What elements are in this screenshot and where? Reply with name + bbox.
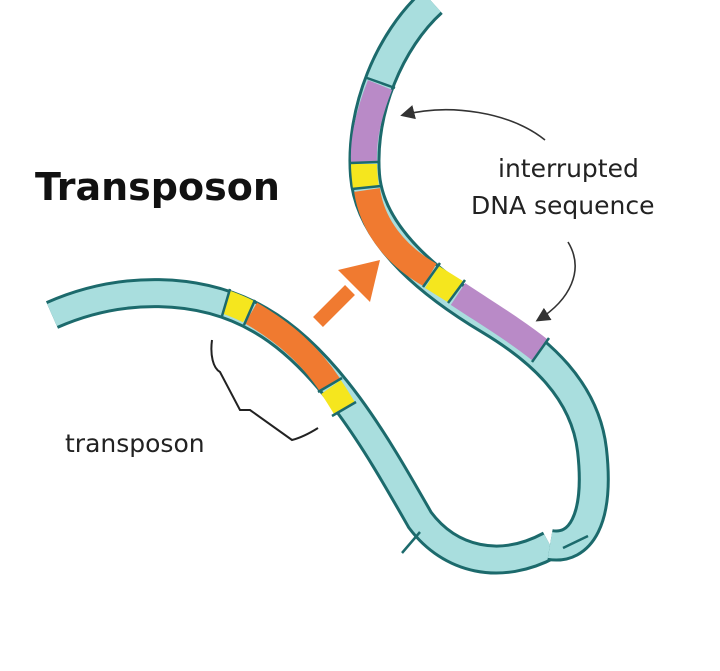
target-segments xyxy=(349,76,589,554)
transposon-bracket xyxy=(210,339,319,442)
pointer-arrow-upper xyxy=(400,105,546,141)
target-site-upper xyxy=(350,80,393,163)
inverted-repeat-donor-right xyxy=(321,380,356,416)
inverted-repeat-target-lower xyxy=(425,265,463,304)
movement-arrow xyxy=(313,260,380,327)
label-interrupted-line1: interrupted xyxy=(498,154,639,183)
label-transposon: transposon xyxy=(65,429,205,458)
pointer-arrow-lower xyxy=(535,241,576,322)
donor-dna-strand xyxy=(45,278,558,575)
transposon-donor xyxy=(244,302,340,392)
diagram-title: Transposon xyxy=(35,165,280,209)
label-interrupted-line2: DNA sequence xyxy=(471,191,654,220)
inverted-repeat-target-upper xyxy=(351,163,379,190)
donor-segments xyxy=(220,288,357,418)
target-site-lower xyxy=(450,283,549,361)
inverted-repeat-donor-left xyxy=(221,290,255,323)
pointer-arrows xyxy=(400,105,576,322)
transposon-inserted xyxy=(354,187,437,287)
